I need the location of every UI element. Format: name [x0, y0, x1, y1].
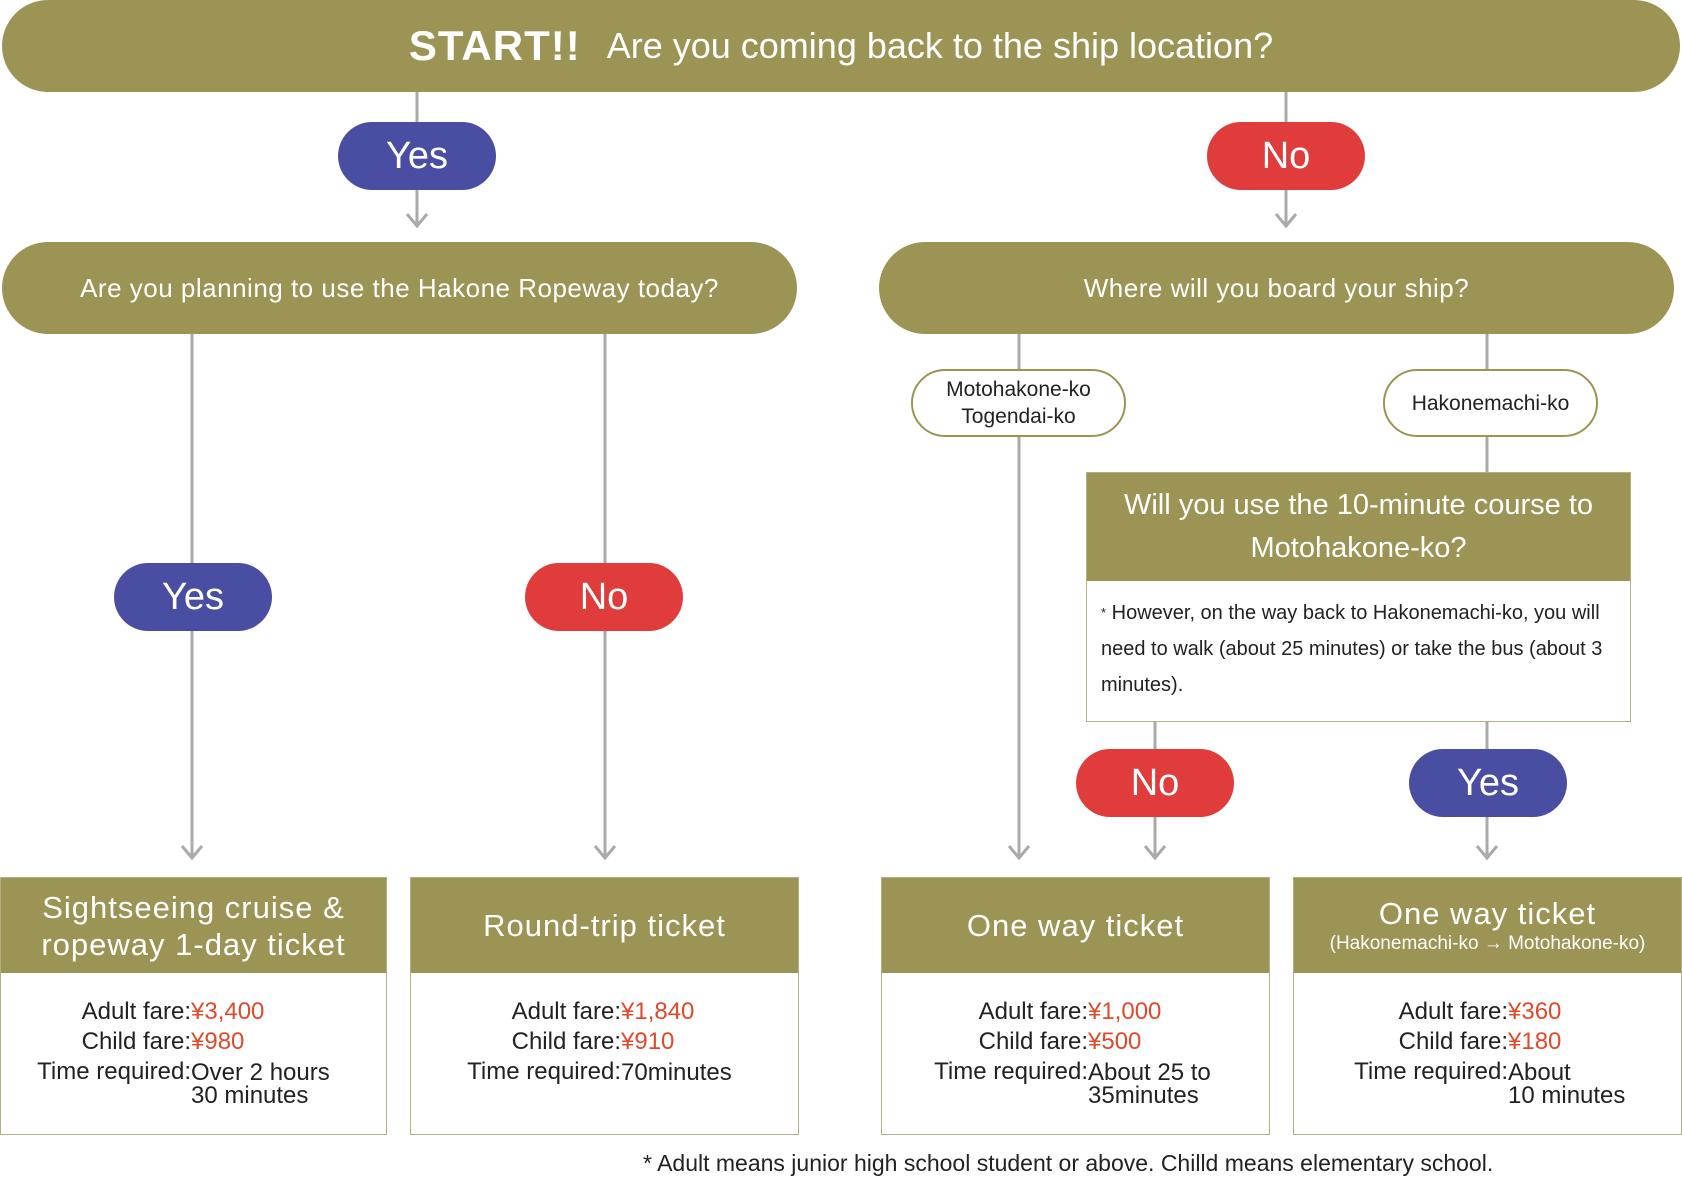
course-note-mark: *: [1101, 605, 1107, 620]
answer-yes-course: Yes: [1409, 749, 1567, 817]
fare-list: Adult fare:¥3,400 Child fare:¥980 Time r…: [1, 973, 386, 1109]
child-fare-label: Child fare:: [978, 1028, 1088, 1055]
board-question-text: Where will you board your ship?: [1083, 272, 1470, 303]
answer-no-ropeway: No: [525, 563, 683, 631]
result-title-box: Round-trip ticket: [411, 878, 798, 973]
result-title-box: Sightseeing cruise & ropeway 1-day ticke…: [1, 878, 386, 973]
result-title: Round-trip ticket: [483, 908, 726, 943]
result-subtitle: (Hakonemachi-ko → Motohakone-ko): [1329, 933, 1646, 954]
adult-fare-value: ¥3,400: [191, 998, 265, 1025]
time-value: About 10 minutes: [1508, 1059, 1626, 1109]
result-one-way-course: One way ticket (Hakonemachi-ko → Motohak…: [1293, 877, 1682, 1135]
adult-fare-value: ¥1,000: [1088, 998, 1162, 1025]
result-title: One way ticket: [966, 908, 1185, 943]
start-question: Are you coming back to the ship location…: [606, 25, 1274, 66]
time-label: Time required:: [1354, 1058, 1508, 1085]
course-note: * However, on the way back to Hakonemach…: [1087, 581, 1630, 703]
course-question-box: Will you use the 10-minute course to Mot…: [1086, 472, 1631, 722]
fare-list: Adult fare:¥1,000 Child fare:¥500 Time r…: [882, 973, 1269, 1109]
answer-yes-ropeway: Yes: [114, 563, 272, 631]
answer-no-top: No: [1207, 122, 1365, 190]
result-title-box: One way ticket: [882, 878, 1269, 973]
location-b-label: Hakonemachi-ko: [1411, 391, 1570, 415]
course-note-text: However, on the way back to Hakonemachi-…: [1101, 602, 1603, 696]
fare-list: Adult fare:¥360 Child fare:¥180 Time req…: [1294, 973, 1681, 1109]
result-title-box: One way ticket (Hakonemachi-ko → Motohak…: [1294, 878, 1681, 973]
adult-fare-label: Adult fare:: [511, 998, 621, 1025]
location-a-line2: Togendai-ko: [961, 405, 1076, 428]
start-label: START!!: [408, 22, 581, 69]
time-label: Time required:: [467, 1058, 621, 1085]
footnote: * Adult means junior high school student…: [643, 1150, 1494, 1176]
adult-fare-label: Adult fare:: [81, 998, 191, 1025]
time-value: About 25 to 35minutes: [1088, 1059, 1211, 1109]
child-fare-value: ¥980: [191, 1028, 245, 1055]
ropeway-question: Are you planning to use the Hakone Ropew…: [2, 242, 797, 334]
result-1day-ticket: Sightseeing cruise & ropeway 1-day ticke…: [0, 877, 387, 1135]
child-fare-label: Child fare:: [1398, 1028, 1508, 1055]
result-title: Sightseeing cruise & ropeway 1-day ticke…: [41, 889, 346, 962]
board-question: Where will you board your ship?: [879, 242, 1674, 334]
answer-yes-top: Yes: [338, 122, 496, 190]
result-title: One way ticket: [1378, 896, 1597, 931]
answer-no-course: No: [1076, 749, 1234, 817]
adult-fare-value: ¥360: [1508, 998, 1562, 1025]
location-hakonemachi: Hakonemachi-ko: [1383, 369, 1598, 437]
ropeway-question-text: Are you planning to use the Hakone Ropew…: [80, 272, 719, 303]
child-fare-value: ¥910: [621, 1028, 675, 1055]
time-value: 70minutes: [621, 1059, 732, 1086]
child-fare-label: Child fare:: [81, 1028, 191, 1055]
time-label: Time required:: [37, 1058, 191, 1085]
child-fare-value: ¥180: [1508, 1028, 1562, 1055]
adult-fare-label: Adult fare:: [1398, 998, 1508, 1025]
result-one-way: One way ticket Adult fare:¥1,000 Child f…: [881, 877, 1270, 1135]
child-fare-label: Child fare:: [511, 1028, 621, 1055]
adult-fare-label: Adult fare:: [978, 998, 1088, 1025]
location-a-line1: Motohakone-ko: [946, 378, 1091, 401]
start-banner: START!! Are you coming back to the ship …: [2, 0, 1680, 92]
child-fare-value: ¥500: [1088, 1028, 1142, 1055]
fare-list: Adult fare:¥1,840 Child fare:¥910 Time r…: [411, 973, 798, 1087]
time-value: Over 2 hours 30 minutes: [191, 1059, 330, 1109]
result-round-trip: Round-trip ticket Adult fare:¥1,840 Chil…: [410, 877, 799, 1135]
location-motohakone-togendai: Motohakone-ko Togendai-ko: [911, 369, 1126, 437]
course-question: Will you use the 10-minute course to Mot…: [1087, 473, 1630, 581]
time-label: Time required:: [934, 1058, 1088, 1085]
adult-fare-value: ¥1,840: [621, 998, 695, 1025]
